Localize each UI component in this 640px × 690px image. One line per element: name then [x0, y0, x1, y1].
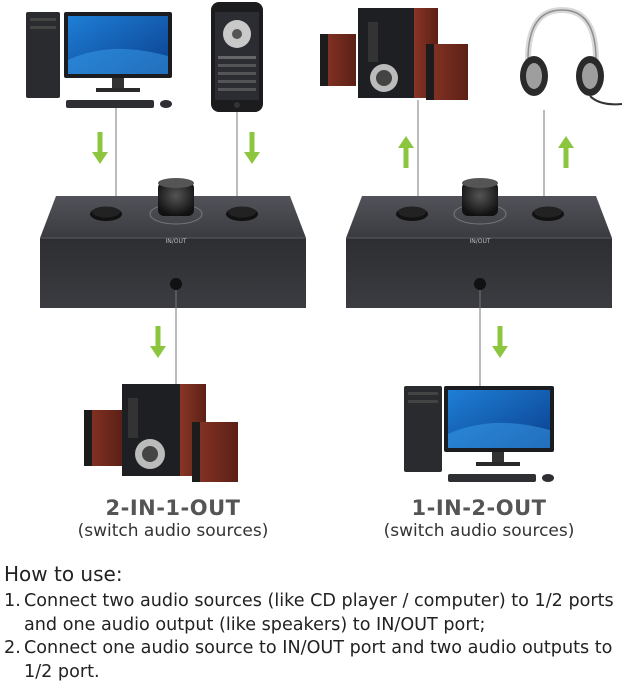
arrow-down-icon — [92, 132, 108, 164]
desktop-computer-icon — [404, 386, 554, 482]
step-text: Connect one audio source to IN/OUT port … — [24, 638, 613, 682]
arrow-up-icon — [558, 136, 574, 168]
step-text: Connect two audio sources (like CD playe… — [24, 591, 614, 635]
left-mode-subtitle: (switch audio sources) — [77, 521, 269, 541]
cables-bottom — [175, 290, 481, 386]
port-label-in-out: IN/OUT — [165, 238, 186, 245]
headphones-icon — [520, 6, 623, 106]
right-mode-title: 1-IN-2-OUT — [411, 496, 547, 520]
arrow-down-icon — [150, 326, 166, 358]
port-label-in-out: IN/OUT — [469, 238, 490, 245]
left-mode-title: 2-IN-1-OUT — [105, 496, 241, 520]
cables-top — [115, 100, 545, 198]
audio-switch-box-left — [40, 178, 306, 308]
list-item: 2. Connect one audio source to IN/OUT po… — [4, 637, 638, 684]
arrow-down-icon — [492, 326, 508, 358]
arrow-down-icon — [244, 132, 260, 164]
speaker-system-icon — [320, 8, 468, 100]
arrow-up-icon — [398, 136, 414, 168]
desktop-computer-icon — [26, 12, 172, 108]
step-number: 1. — [4, 591, 21, 611]
list-item: 1. Connect two audio sources (like CD pl… — [4, 590, 638, 637]
step-number: 2. — [4, 638, 21, 658]
speaker-system-icon — [84, 384, 238, 482]
right-mode-subtitle: (switch audio sources) — [383, 521, 575, 541]
instructions-list: 1. Connect two audio sources (like CD pl… — [4, 590, 638, 684]
instructions-heading: How to use: — [4, 562, 123, 586]
audio-switch-box-right — [346, 178, 612, 308]
smartphone-icon — [211, 2, 263, 112]
